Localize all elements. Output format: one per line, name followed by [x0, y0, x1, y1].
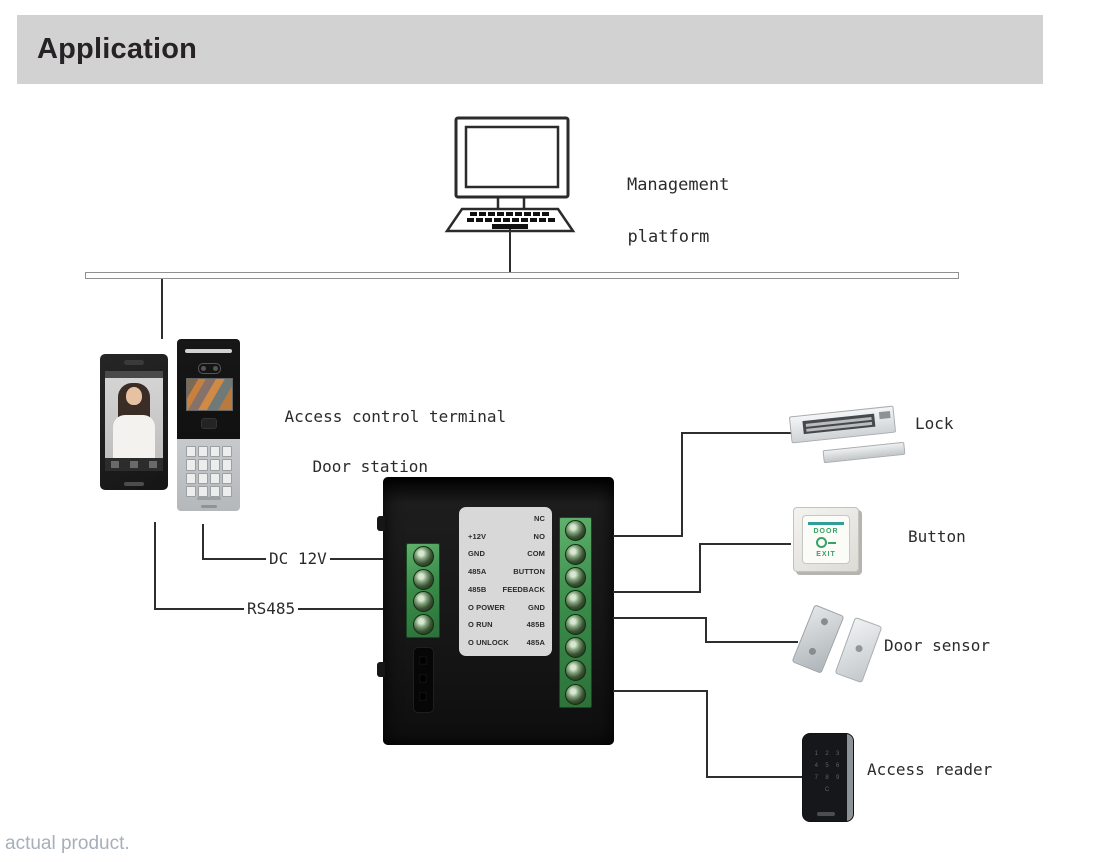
rs485-label: RS485 — [244, 599, 299, 618]
screw-terminal — [412, 614, 434, 636]
camera-icon — [124, 360, 144, 365]
screw-terminal — [565, 636, 586, 658]
button-label: Button — [908, 527, 966, 546]
speaker-icon — [202, 419, 216, 428]
wire-button — [699, 543, 791, 545]
screw-terminal — [565, 566, 586, 588]
wire-button — [699, 543, 701, 593]
screw-terminal — [565, 520, 586, 542]
screw-terminal — [412, 591, 434, 613]
terminal-screen — [105, 371, 163, 471]
wire-dc12v-vertical — [202, 524, 204, 560]
door-station-keypad — [186, 446, 232, 497]
wire-access-reader — [706, 776, 802, 778]
screw-terminal — [412, 545, 434, 567]
computer-icon — [444, 116, 576, 233]
wire-access-reader — [613, 690, 708, 692]
panel-row: NC — [533, 514, 545, 523]
wire-lock — [681, 432, 793, 434]
screw-terminal — [565, 683, 586, 705]
right-terminal-block — [559, 517, 592, 708]
exit-button-image: DOOR EXIT — [793, 507, 859, 572]
network-bus — [85, 272, 959, 279]
management-platform-label: Management platform — [626, 175, 730, 247]
screw-terminal — [565, 590, 586, 612]
door-sensor-image — [791, 604, 888, 690]
magnetic-lock-image — [788, 399, 906, 467]
screw-terminal — [565, 660, 586, 682]
wire-lock — [681, 432, 683, 537]
brand-logo — [817, 812, 835, 816]
brand-logo — [124, 482, 144, 486]
module-connector — [413, 647, 434, 713]
dc12v-label: DC 12V — [266, 549, 330, 568]
screw-terminal — [565, 543, 586, 565]
camera-icon — [198, 363, 221, 374]
left-terminal-block — [406, 543, 440, 638]
footer-note: actual product. — [5, 833, 130, 854]
wire-rs485-vertical — [154, 522, 156, 610]
section-title: Application — [37, 33, 198, 65]
door-sensor-label: Door sensor — [884, 636, 990, 655]
wire-access-reader — [706, 690, 708, 778]
door-station-image — [177, 339, 240, 511]
screw-terminal — [565, 613, 586, 635]
screw-terminal — [412, 568, 434, 590]
wire-button — [613, 591, 700, 593]
wire-door-sensor — [705, 617, 707, 643]
door-station-screen — [186, 378, 233, 411]
brand-logo — [201, 505, 217, 508]
wire-door-sensor — [705, 641, 798, 643]
access-control-terminal-image — [100, 354, 168, 490]
key-icon — [816, 537, 836, 548]
wire-bus-to-devices — [161, 279, 163, 339]
lock-label: Lock — [915, 414, 954, 433]
wire-lock — [613, 535, 682, 537]
access-reader-label: Access reader — [867, 760, 993, 779]
wire-computer-to-bus — [509, 229, 511, 273]
wire-door-sensor — [613, 617, 707, 619]
section-header: Application — [17, 15, 1043, 84]
left-devices-label: Access control terminal Door station — [284, 407, 507, 476]
